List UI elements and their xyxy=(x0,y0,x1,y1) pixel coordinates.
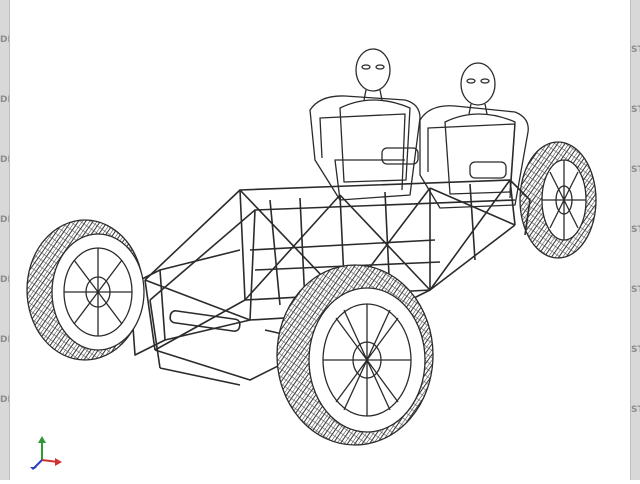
chassis-drawing xyxy=(26,48,597,446)
right-strip-text: ST xyxy=(631,45,640,55)
front-right-wheel xyxy=(276,264,434,446)
right-strip-text: ST xyxy=(631,105,640,115)
driver-dummy-left xyxy=(339,48,411,183)
front-left-wheel xyxy=(26,219,145,361)
right-strip-text: ST xyxy=(631,165,640,175)
right-strip-text: ST xyxy=(631,285,640,295)
left-strip-text: DE xyxy=(0,155,9,165)
left-strip-text: DE xyxy=(0,215,9,225)
rear-right-wheel xyxy=(519,141,597,259)
right-strip-text: ST xyxy=(631,405,640,415)
left-strip-text: DE xyxy=(0,395,9,405)
right-strip-text: ST xyxy=(631,345,640,355)
right-edge-strip: ST ST ST ST ST ST ST xyxy=(630,0,640,480)
cad-viewport[interactable] xyxy=(10,0,630,480)
coordinate-axis-triad-icon xyxy=(28,436,62,470)
left-edge-strip: DE DE DE DE DE DE DE xyxy=(0,0,10,480)
left-strip-text: DE xyxy=(0,95,9,105)
left-strip-text: DE xyxy=(0,275,9,285)
driver-dummy-right xyxy=(444,62,516,195)
right-strip-text: ST xyxy=(631,225,640,235)
left-strip-text: DE xyxy=(0,35,9,45)
left-strip-text: DE xyxy=(0,335,9,345)
